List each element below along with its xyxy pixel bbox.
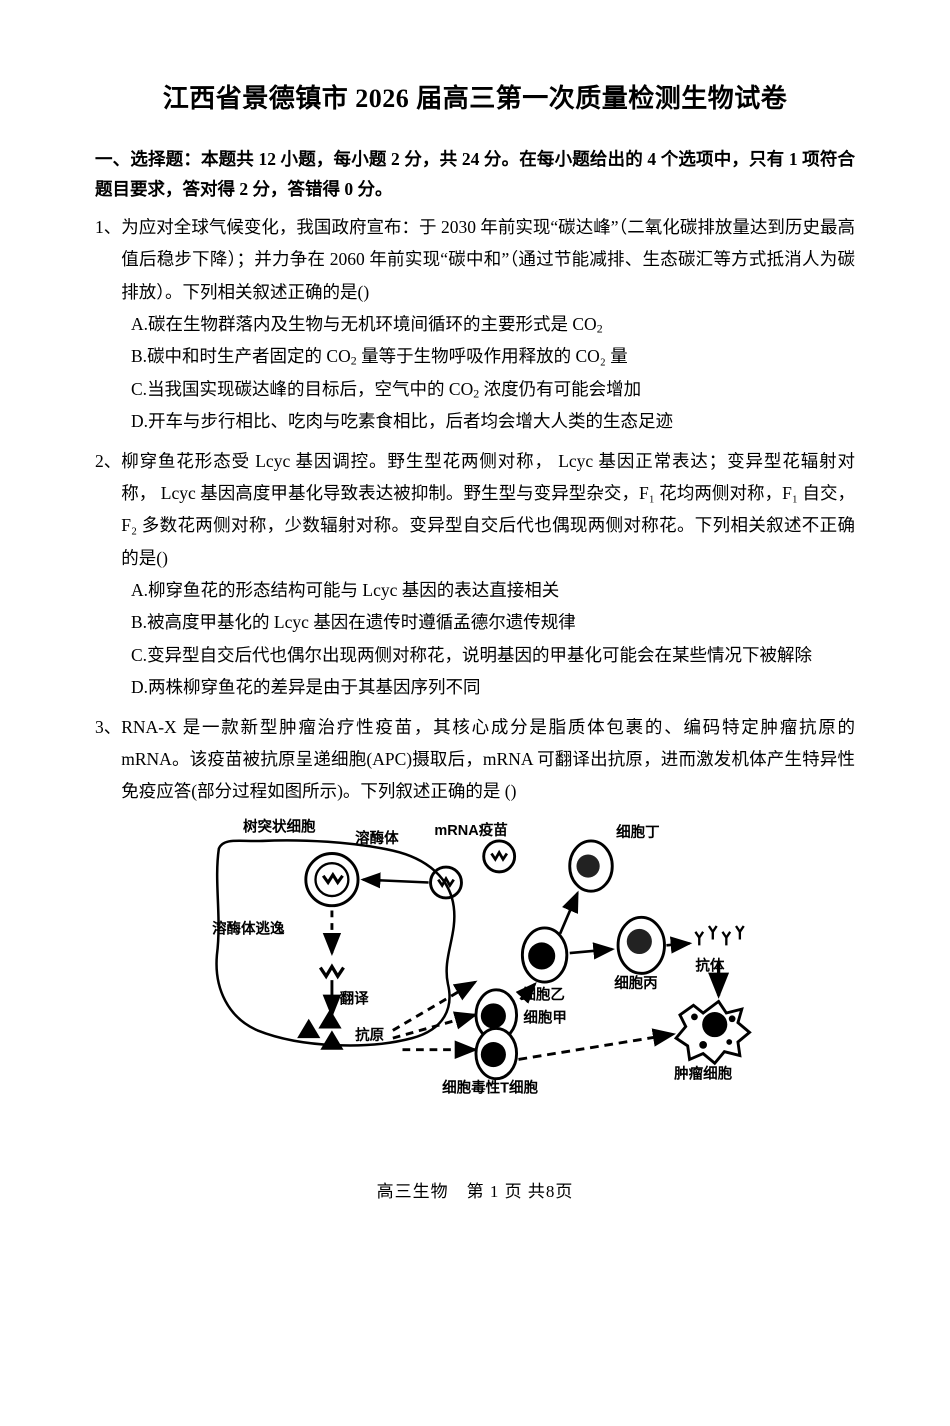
option-text: 当我国实现碳达峰的目标后，空气中的 CO (147, 378, 474, 399)
label-lysosome-escape: 溶酶体逃逸 (212, 919, 285, 937)
lysosome-icon (304, 851, 360, 907)
question-2-number: 2、 (95, 450, 122, 471)
antigen-icon (297, 1008, 344, 1050)
option-subscript: 2 (350, 354, 357, 369)
label-cell-yi: 细胞乙 (521, 985, 565, 1003)
label-cytotoxic-t-cell: 细胞毒性T细胞 (442, 1078, 538, 1096)
label-tumor-cell: 肿瘤细胞 (674, 1064, 732, 1082)
label-antigen: 抗原 (355, 1026, 384, 1044)
exam-page: 江西省景德镇市 2026 届高三第一次质量检测生物试卷 一、选择题：本题共 12… (0, 82, 950, 1426)
label-mrna-vaccine: mRNA疫苗 (434, 821, 507, 839)
option-label: A. (131, 314, 149, 335)
antibody-icon (694, 925, 745, 946)
question-3-stem: RNA-X 是一款新型肿瘤治疗性疫苗，其核心成分是脂质体包裹的、编码特定肿瘤抗原… (121, 716, 855, 802)
question-2-option-c[interactable]: C.变异型自交后代也偶尔出现两侧对称花，说明基因的甲基化可能会在某些情况下被解除 (95, 639, 855, 671)
label-cell-jia: 细胞甲 (523, 1008, 567, 1026)
label-translation: 翻译 (340, 989, 369, 1007)
option-label: C. (131, 378, 148, 399)
question-2-stem: 柳穿鱼花形态受 Lcyc 基因调控。野生型花两侧对称， Lcyc 基因正常表达；… (121, 450, 855, 568)
option-label: C. (131, 644, 148, 665)
page-footer: 高三生物 第 1 页 共8页 (376, 1182, 574, 1201)
tumor-cell-icon (673, 999, 752, 1066)
option-text: 开车与步行相比、吃肉与吃素食相比，后者均会增大人类的生态足迹 (148, 411, 674, 432)
question-1-number: 1、 (95, 216, 122, 237)
question-1-option-d[interactable]: D.开车与步行相比、吃肉与吃素食相比，后者均会增大人类的生态足迹 (95, 405, 855, 437)
question-2: 2、 柳穿鱼花形态受 Lcyc 基因调控。野生型花两侧对称， Lcyc 基因正常… (95, 445, 855, 704)
option-text: 碳在生物群落内及生物与无机环境间循环的主要形式是 CO (148, 314, 597, 335)
option-text: 被高度甲基化的 Lcyc 基因在遗传时遵循孟德尔遗传规律 (147, 612, 576, 633)
question-1-option-c[interactable]: C.当我国实现碳达峰的目标后，空气中的 CO2 浓度仍有可能会增加 (95, 373, 855, 405)
section-heading: 一、选择题：本题共 12 小题，每小题 2 分，共 24 分。在每小题给出的 4… (95, 148, 855, 199)
question-1-option-a[interactable]: A.碳在生物群落内及生物与无机环境间循环的主要形式是 CO2 (95, 308, 855, 340)
label-cell-bing: 细胞丙 (614, 974, 658, 992)
option-label: B. (131, 346, 148, 367)
question-1-option-b[interactable]: B.碳中和时生产者固定的 CO2 量等于生物呼吸作用释放的 CO₂ 量 (95, 340, 855, 372)
mrna-vaccine-icon (429, 839, 517, 900)
question-2-option-a[interactable]: A.柳穿鱼花的形态结构可能与 Lcyc 基因的表达直接相关 (95, 574, 855, 606)
option-label: B. (131, 612, 148, 633)
option-subscript: 2 (596, 321, 603, 336)
option-text-post: 浓度仍有可能会增加 (479, 378, 642, 399)
label-lysosome: 溶酶体 (355, 829, 399, 847)
cell-yi-icon (520, 926, 569, 984)
question-1-stem: 为应对全球气候变化，我国政府宣布：于 2030 年前实现“碳达峰”（二氧化碳排放… (121, 216, 855, 302)
immune-response-diagram: 树突状细胞 溶酶体 溶酶体逃逸 翻译 抗原 mRNA疫苗 细胞丁 细胞乙 细胞丙… (175, 810, 775, 1105)
option-label: D. (131, 677, 149, 698)
label-cell-ding: 细胞丁 (616, 823, 660, 841)
cytotoxic-t-cell-icon (474, 1026, 519, 1080)
question-2-option-b[interactable]: B.被高度甲基化的 Lcyc 基因在遗传时遵循孟德尔遗传规律 (95, 606, 855, 638)
dendritic-cell-outline (215, 838, 456, 1047)
option-label: A. (131, 580, 149, 601)
question-1: 1、 为应对全球气候变化，我国政府宣布：于 2030 年前实现“碳达峰”（二氧化… (95, 211, 855, 438)
option-text-post: 量等于生物呼吸作用释放的 CO₂ 量 (356, 346, 628, 367)
page-title: 江西省景德镇市 2026 届高三第一次质量检测生物试卷 (162, 84, 788, 113)
option-text: 变异型自交后代也偶尔出现两侧对称花，说明基因的甲基化可能会在某些情况下被解除 (147, 644, 813, 665)
question-3-number: 3、 (95, 716, 122, 737)
label-antibody: 抗体 (695, 956, 724, 974)
option-text: 两株柳穿鱼花的差异是由于其基因序列不同 (148, 677, 481, 698)
option-subscript: 2 (473, 386, 480, 401)
cell-ding-icon (568, 839, 614, 893)
label-dendritic-cell: 树突状细胞 (243, 817, 316, 835)
option-label: D. (131, 411, 149, 432)
option-text: 碳中和时生产者固定的 CO (147, 346, 351, 367)
cell-bing-icon (616, 915, 666, 975)
question-3: 3、 RNA-X 是一款新型肿瘤治疗性疫苗，其核心成分是脂质体包裹的、编码特定肿… (95, 711, 855, 808)
option-text: 柳穿鱼花的形态结构可能与 Lcyc 基因的表达直接相关 (148, 580, 560, 601)
question-2-option-d[interactable]: D.两株柳穿鱼花的差异是由于其基因序列不同 (95, 671, 855, 703)
